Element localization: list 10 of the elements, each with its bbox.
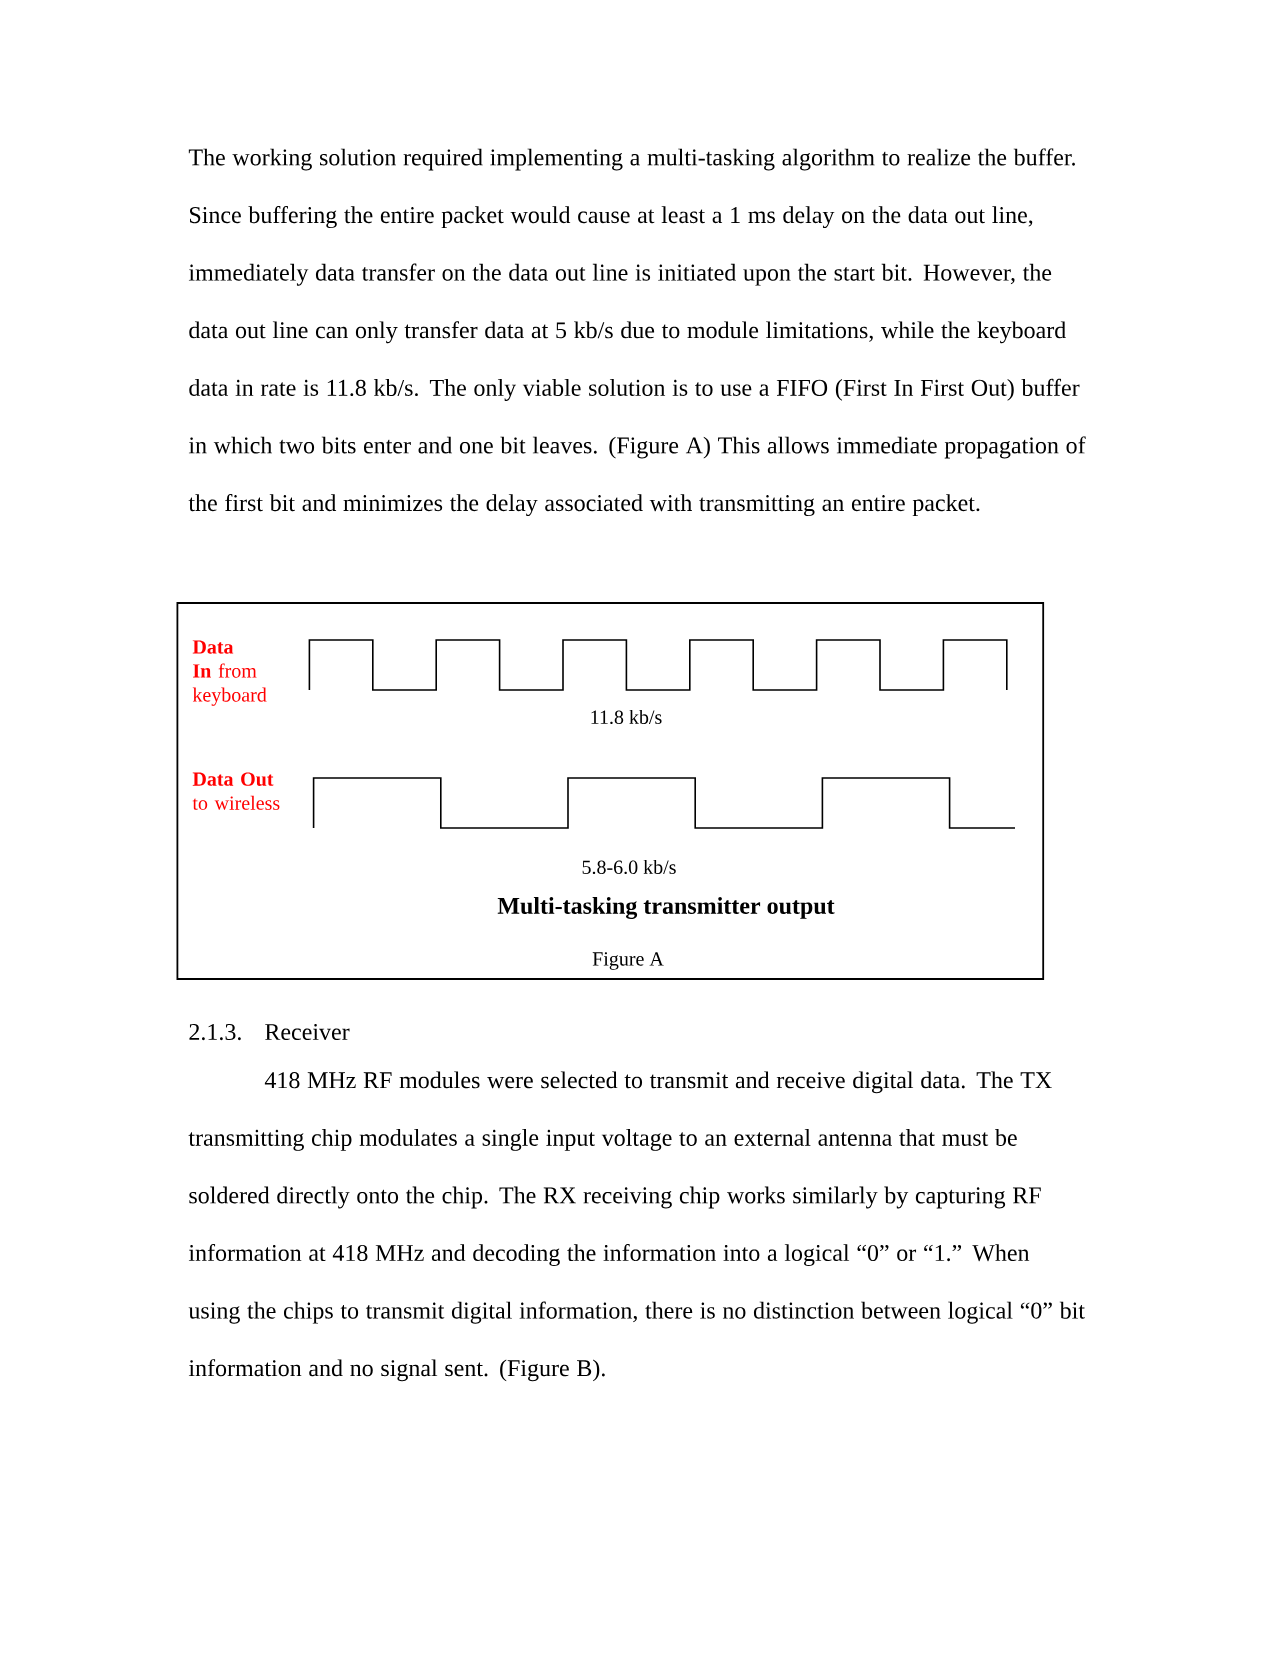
section-heading: Receiver <box>265 1023 350 1041</box>
signal-label: Data Out to wireless <box>192 772 280 810</box>
figure-title: Multi-tasking transmitter output <box>497 897 835 919</box>
paragraph: The working solution required implementing a multi-tasking algorithm to realize the buffer. Since buffering the entire packet would cause at least a 1 ms delay on the data out line, immediately data transfer on the data out line is initiated upon the start bit. However, the data out line can only transfer data at 5 kb/s due to module limitations, while the keyboard data in rate is 11.8 kb/s. The only viable solution is to use a FIFO (First In First Out) buffer in which two bits enter and one bit leaves. (Figure A) This allows immediate propagation of the first bit and minimizes the delay associated with transmitting an entire packet. <box>188 148 1086 517</box>
signal-label: Data In from keyboard <box>192 640 267 706</box>
paragraph: 418 MHz RF modules were selected to transmit and receive digital data. The TX transmitting chip modulates a single input voltage to an external antenna that must be soldered directly onto the chip. The RX receiving chip works similarly by capturing RF information at 418 MHz and decoding the information into a logical “0” or “1.” When using the chips to transmit digital information, there is no distinction between logical “0” bit information and no signal sent. (Figure B). <box>188 1071 1085 1382</box>
figure-caption: Figure A <box>592 952 664 970</box>
section-number: 2.1.3. <box>189 1023 241 1041</box>
rate-label: 5.8-6.0 kb/s <box>582 859 676 875</box>
rate-label: 11.8 kb/s <box>591 709 662 725</box>
